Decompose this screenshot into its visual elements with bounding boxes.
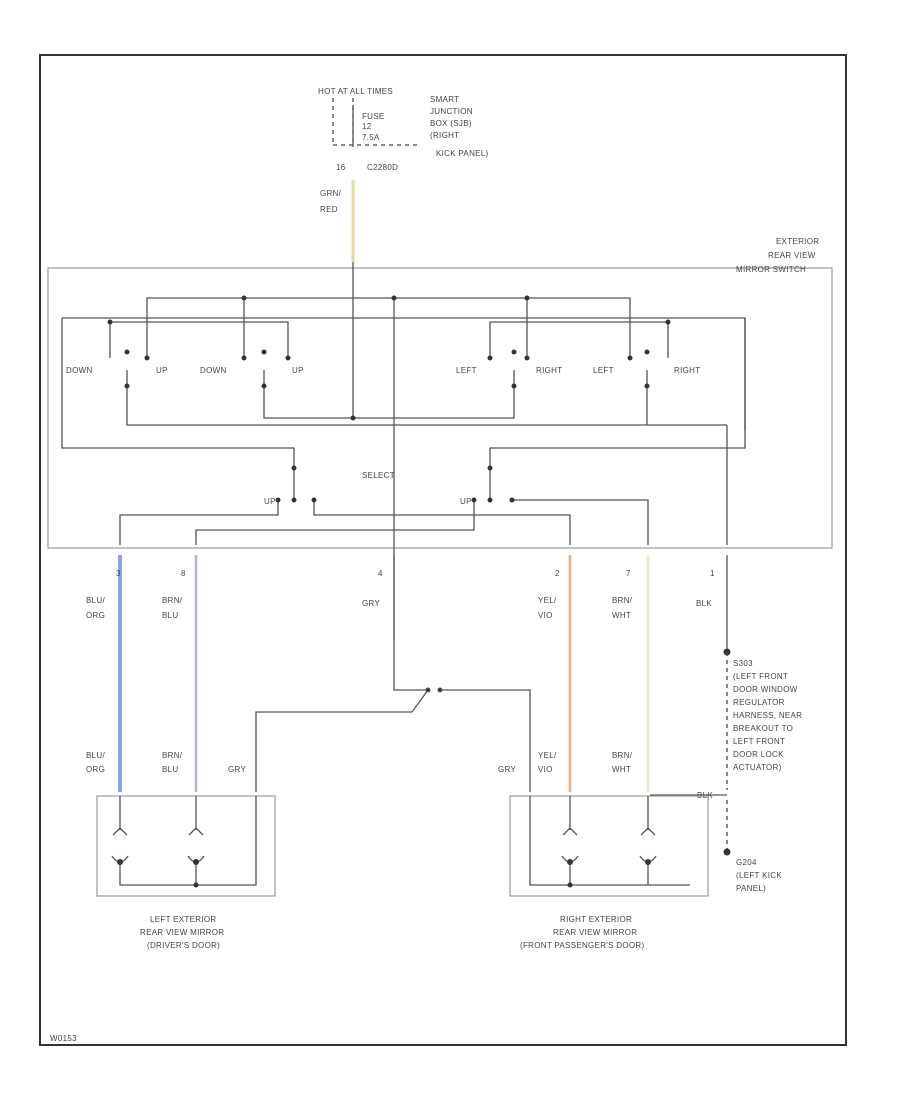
label-down-2: DOWN [200, 366, 227, 375]
s303-line-8: DOOR LOCK [733, 750, 784, 759]
power-connector: C2280D [367, 163, 398, 172]
power-wire-color-1: GRN/ [320, 189, 342, 198]
switch-housing [47, 267, 833, 549]
left-wire-2-color-1: BRN/ [162, 751, 183, 760]
right-wire-2-color-2: VIO [538, 765, 553, 774]
pin-2: 2 [555, 569, 560, 578]
pin-1-color: BLK [696, 599, 712, 608]
pin-3-color-1: BLU/ [86, 596, 105, 605]
fuse-number: 12 [362, 122, 372, 131]
label-up-1: UP [156, 366, 168, 375]
right-mirror-label-2: REAR VIEW MIRROR [553, 928, 637, 937]
s303-line-6: BREAKOUT TO [733, 724, 793, 733]
label-right-1: RIGHT [536, 366, 562, 375]
select-right-up: UP [460, 497, 472, 506]
g204-line-3: PANEL) [736, 884, 766, 893]
label-up-2: UP [292, 366, 304, 375]
s303-line-3: DOOR WINDOW [733, 685, 798, 694]
label-right-2: RIGHT [674, 366, 700, 375]
right-mirror-housing [509, 795, 709, 897]
right-wire-3-color-2: WHT [612, 765, 631, 774]
page-frame [39, 54, 847, 1046]
power-wire-color-2: RED [320, 205, 338, 214]
pin-7-color-2: WHT [612, 611, 631, 620]
fuse-rating: 7.5A [362, 133, 380, 142]
pin-1: 1 [710, 569, 715, 578]
pin-8-color-2: BLU [162, 611, 178, 620]
select-label: SELECT [362, 471, 395, 480]
label-left-2: LEFT [593, 366, 614, 375]
pin-2-color-2: VIO [538, 611, 553, 620]
pin-3: 3 [116, 569, 121, 578]
g204-ground [723, 848, 731, 856]
left-mirror-label-1: LEFT EXTERIOR [150, 915, 216, 924]
sjb-line-3: BOX (SJB) [430, 119, 472, 128]
left-wire-1-color-1: BLU/ [86, 751, 105, 760]
right-mirror-label-1: RIGHT EXTERIOR [560, 915, 632, 924]
s303-line-2: (LEFT FRONT [733, 672, 788, 681]
left-mirror-label-3: (DRIVER'S DOOR) [147, 941, 220, 950]
right-mirror: GRY YEL/ VIO BRN/ WHT BLK RIGHT EXTERIOR… [498, 751, 713, 950]
left-mirror-housing [96, 795, 276, 897]
pin-7: 7 [626, 569, 631, 578]
sjb-line-4: (RIGHT [430, 131, 459, 140]
pin-3-color-2: ORG [86, 611, 105, 620]
label-left-1: LEFT [456, 366, 477, 375]
footer-code: W0153 [50, 1034, 77, 1043]
left-mirror-label-2: REAR VIEW MIRROR [140, 928, 224, 937]
right-wire-3-color-1: BRN/ [612, 751, 633, 760]
pin-4: 4 [378, 569, 383, 578]
select-left-up: UP [264, 497, 276, 506]
switch-label-2: REAR VIEW [768, 251, 816, 260]
left-wire-3-color: GRY [228, 765, 246, 774]
switch-label-3: MIRROR SWITCH [736, 265, 806, 274]
right-wire-1-color: GRY [498, 765, 516, 774]
g204-line-2: (LEFT KICK [736, 871, 782, 880]
s303-line-7: LEFT FRONT [733, 737, 785, 746]
gry-wire [255, 555, 531, 792]
right-mirror-label-3: (FRONT PASSENGER'S DOOR) [520, 941, 644, 950]
pin-8-color-1: BRN/ [162, 596, 183, 605]
right-wire-2-color-1: YEL/ [538, 751, 557, 760]
s303-line-9: ACTUATOR) [733, 763, 782, 772]
label-down-1: DOWN [66, 366, 93, 375]
pin-8: 8 [181, 569, 186, 578]
sjb-line-2: JUNCTION [430, 107, 473, 116]
sjb-line-1: SMART [430, 95, 459, 104]
mirror-switch: EXTERIOR REAR VIEW MIRROR SWITCH [47, 237, 833, 640]
left-wire-2-color-2: BLU [162, 765, 178, 774]
pin-4-color: GRY [362, 599, 380, 608]
left-wire-1-color-2: ORG [86, 765, 105, 774]
power-source: HOT AT ALL TIMES FUSE 12 7.5A SMART JUNC… [318, 87, 489, 262]
fuse-label: FUSE [362, 112, 385, 121]
s303-line-5: HARNESS, NEAR [733, 711, 802, 720]
g204-line-1: G204 [736, 858, 757, 867]
pin-7-color-1: BRN/ [612, 596, 633, 605]
pin-2-color-1: YEL/ [538, 596, 557, 605]
switch-label-1: EXTERIOR [776, 237, 819, 246]
hot-at-label: HOT AT ALL TIMES [318, 87, 393, 96]
power-pin: 16 [336, 163, 346, 172]
harness: 3 8 4 2 7 1 BLU/ ORG BRN/ BLU GRY YEL/ V… [86, 555, 802, 893]
sjb-line-5: KICK PANEL) [436, 149, 489, 158]
s303-line-4: REGULATOR [733, 698, 785, 707]
left-mirror: BLU/ ORG BRN/ BLU GRY LEFT EXTERIOR REAR… [86, 751, 276, 950]
s303-line-1: S303 [733, 659, 753, 668]
